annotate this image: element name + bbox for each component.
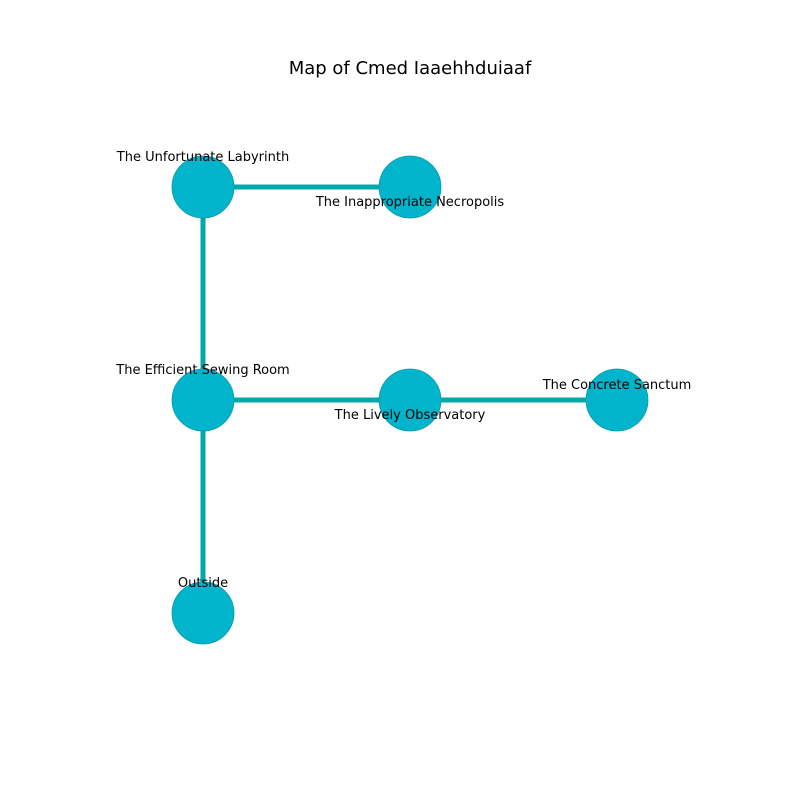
room-node-inappropriate-necropolis — [378, 155, 442, 219]
connections-layer — [200, 184, 617, 613]
room-label-outside: Outside — [178, 576, 228, 591]
room-node-outside — [171, 581, 235, 645]
room-label-efficient-sewing-room: The Efficient Sewing Room — [115, 363, 289, 378]
room-node-efficient-sewing-room — [171, 368, 235, 432]
room-label-lively-observatory: The Lively Observatory — [334, 408, 486, 423]
room-label-concrete-sanctum: The Concrete Sanctum — [542, 378, 692, 393]
room-label-unfortunate-labyrinth: The Unfortunate Labyrinth — [116, 150, 289, 165]
room-node-lively-observatory — [378, 368, 442, 432]
map-title: Map of Cmed Iaaehhduiaaf — [289, 58, 532, 79]
room-node-concrete-sanctum — [585, 368, 649, 432]
room-node-unfortunate-labyrinth — [171, 155, 235, 219]
room-label-inappropriate-necropolis: The Inappropriate Necropolis — [315, 195, 505, 210]
rooms-layer — [171, 155, 649, 645]
